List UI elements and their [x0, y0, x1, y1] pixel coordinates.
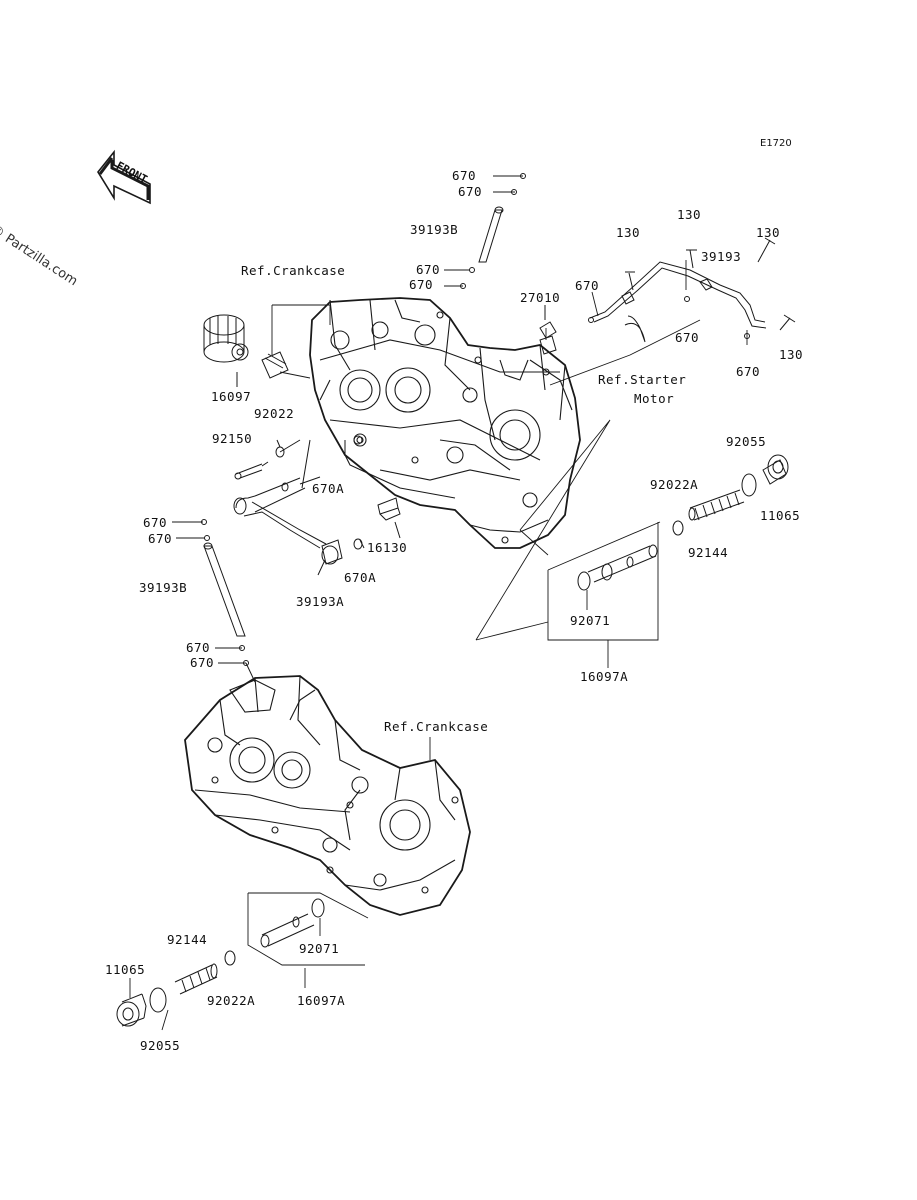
part-label[interactable]: 92022A: [207, 993, 256, 1008]
part-label[interactable]: 92022: [254, 406, 295, 421]
bolt-92150: [235, 464, 262, 479]
plug-11065-bot: [117, 994, 146, 1026]
ref-crankcase-upper-label: Ref.Crankcase: [241, 263, 346, 278]
spring-92144-top: [689, 490, 744, 520]
part-label[interactable]: 92144: [688, 545, 729, 560]
oil-pipe-39193a: [234, 478, 362, 564]
fitting-16130: [378, 498, 400, 520]
dowel: [354, 436, 362, 444]
upper-crankcase-drawing: [310, 298, 580, 548]
plug-11065-top: [763, 455, 788, 484]
spring-92144-bot: [175, 964, 217, 994]
oring-92055-bot: [150, 988, 166, 1012]
part-label[interactable]: 670: [190, 655, 215, 670]
oil-filter-16097: [204, 315, 248, 362]
front-arrow-icon: FRONT: [98, 152, 150, 203]
part-label[interactable]: 39193: [701, 249, 742, 264]
sensor-27010: [540, 322, 556, 338]
part-label[interactable]: 92071: [570, 613, 611, 628]
valve-16097a-top: [588, 545, 657, 582]
part-label[interactable]: 16097A: [580, 669, 629, 684]
part-label[interactable]: 16097A: [297, 993, 346, 1008]
part-label[interactable]: 670: [452, 168, 477, 183]
part-label[interactable]: 670: [736, 364, 761, 379]
valve-16097a-bottom: [261, 914, 314, 947]
part-label[interactable]: 92022A: [650, 477, 699, 492]
ref-crankcase-lower-label: Ref.Crankcase: [384, 719, 489, 734]
part-label[interactable]: 670: [675, 330, 700, 345]
part-label[interactable]: 670: [575, 278, 600, 293]
ref-motor-label: Motor: [634, 391, 675, 406]
part-label[interactable]: 670: [143, 515, 168, 530]
part-label[interactable]: 92144: [167, 932, 208, 947]
part-label[interactable]: 670: [186, 640, 211, 655]
breather-tube-39193: [589, 238, 796, 342]
part-label[interactable]: 39193A: [296, 594, 345, 609]
part-label[interactable]: 92055: [140, 1038, 181, 1053]
part-label[interactable]: 130: [677, 207, 702, 222]
part-label[interactable]: 670: [458, 184, 483, 199]
part-label[interactable]: 670: [416, 262, 441, 277]
oring-92071-bot: [312, 899, 324, 917]
ref-starter-label: Ref.Starter: [598, 372, 687, 387]
part-label[interactable]: 670A: [344, 570, 377, 585]
part-label[interactable]: 11065: [105, 962, 146, 977]
part-label[interactable]: 16097: [211, 389, 252, 404]
washer-92022a-top: [673, 521, 683, 535]
pipe-39193b-left: [172, 520, 255, 683]
part-label[interactable]: 16130: [367, 540, 408, 555]
part-label[interactable]: 130: [779, 347, 804, 362]
part-label[interactable]: 11065: [760, 508, 801, 523]
filter-adapter: [262, 352, 288, 378]
part-label[interactable]: 670A: [312, 481, 345, 496]
part-label[interactable]: 27010: [520, 290, 561, 305]
part-label[interactable]: 39193B: [410, 222, 459, 237]
part-label[interactable]: 92071: [299, 941, 340, 956]
washer-92022a-bot: [225, 951, 235, 965]
pipe-39193b-top: [461, 174, 526, 289]
oring-92055-top: [742, 474, 756, 496]
part-label[interactable]: 92055: [726, 434, 767, 449]
part-label[interactable]: 92150: [212, 431, 253, 446]
part-label[interactable]: 130: [616, 225, 641, 240]
part-label[interactable]: 670: [148, 531, 173, 546]
lower-crankcase-drawing: [185, 676, 470, 915]
part-label[interactable]: 39193B: [139, 580, 188, 595]
part-label[interactable]: 130: [756, 225, 781, 240]
oring-92071-top: [578, 572, 590, 590]
part-label[interactable]: 670: [409, 277, 434, 292]
diagram-code: E1720: [760, 138, 792, 149]
